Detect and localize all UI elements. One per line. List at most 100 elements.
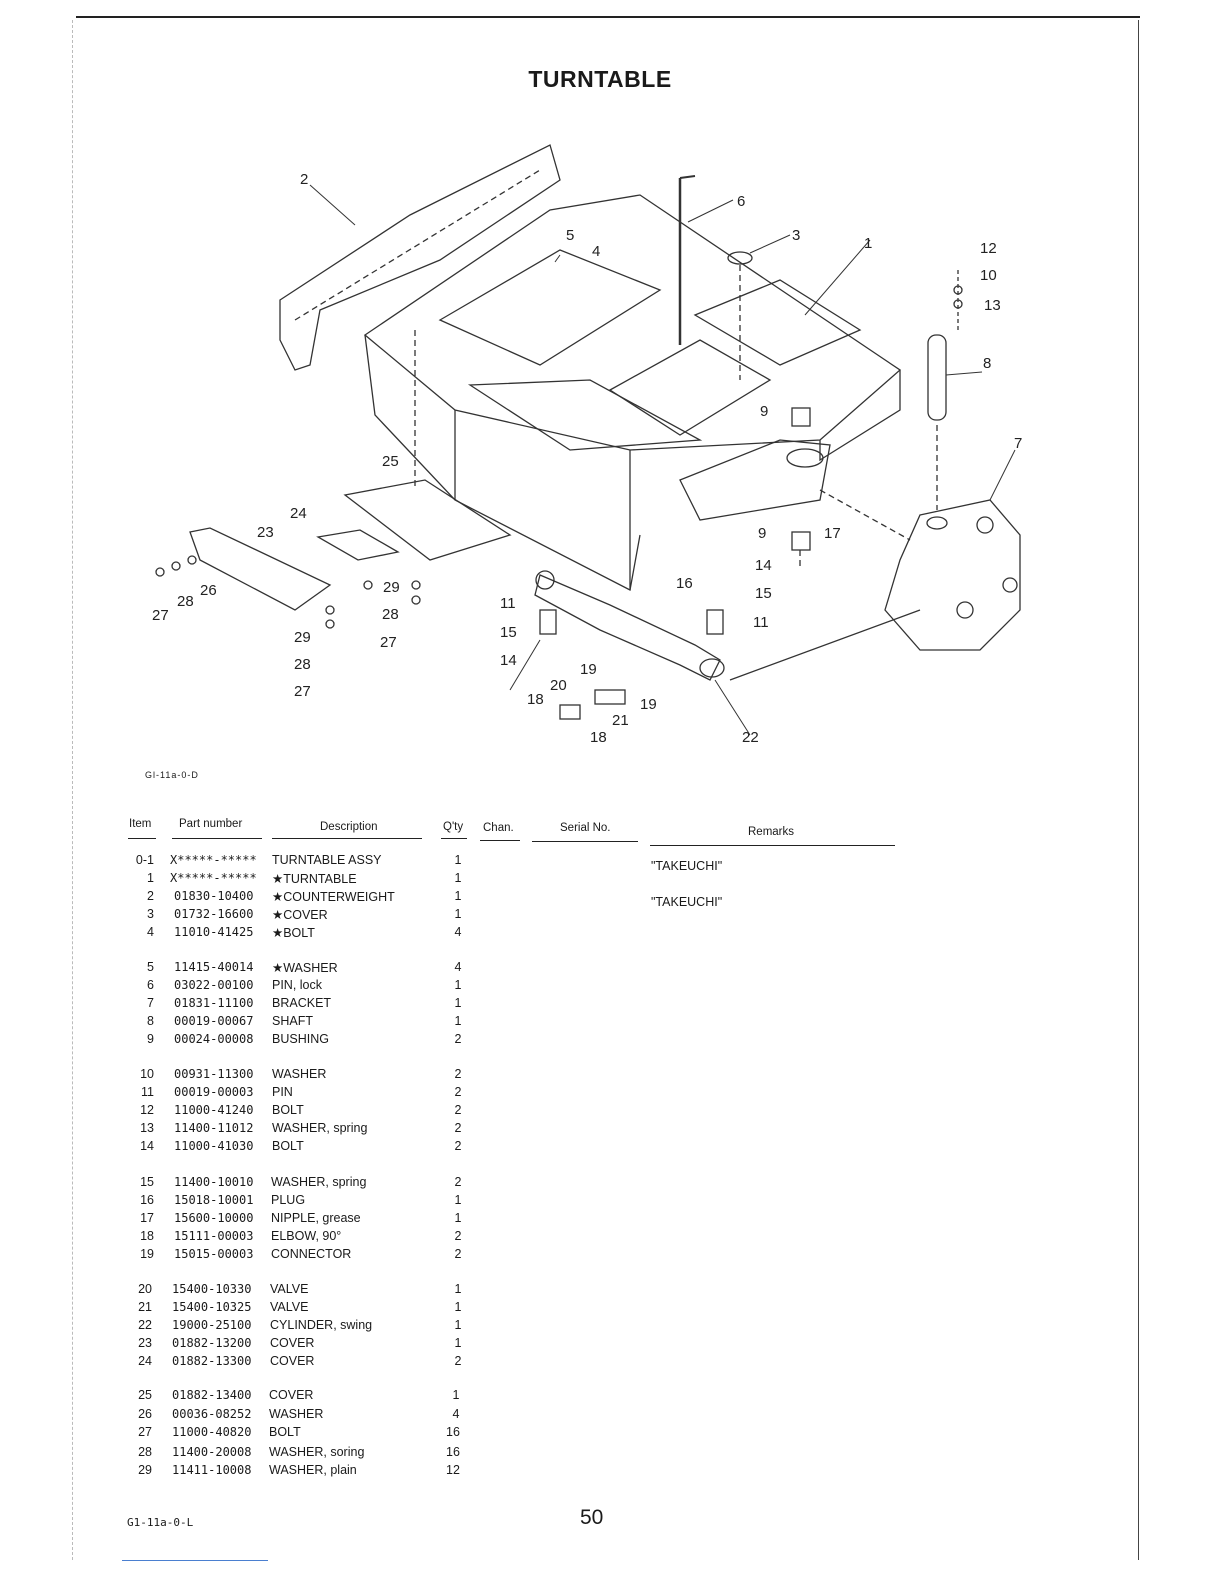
item-no: 26 xyxy=(138,1407,152,1421)
top-rule xyxy=(76,16,1140,18)
quantity: 16 xyxy=(446,1445,460,1459)
part-number: 11415-40014 xyxy=(174,960,254,974)
item-no: 23 xyxy=(138,1336,152,1350)
callout-label: 2 xyxy=(300,171,308,188)
figure-code: Gl-11a-0-D xyxy=(145,770,199,780)
description: VALVE xyxy=(270,1300,309,1314)
callout-label: 21 xyxy=(612,712,629,729)
callout-label: 9 xyxy=(758,525,766,542)
header-underline xyxy=(441,838,467,839)
header-underline xyxy=(532,841,638,842)
item-no: 7 xyxy=(147,996,154,1010)
part-number: 03022-00100 xyxy=(174,978,254,992)
callout-label: 27 xyxy=(294,683,311,700)
callout-label: 29 xyxy=(383,579,400,596)
callout-label: 15 xyxy=(500,624,517,641)
callout-label: 9 xyxy=(760,403,768,420)
callout-label: 15 xyxy=(755,585,772,602)
col-header-part: Part number xyxy=(179,818,243,830)
quantity: 4 xyxy=(454,960,462,974)
header-underline xyxy=(650,845,895,846)
header-underline xyxy=(128,838,156,839)
part-number: 11400-11012 xyxy=(174,1121,254,1135)
quantity: 1 xyxy=(454,871,462,885)
swing-arm xyxy=(679,439,831,521)
callout-label: 27 xyxy=(380,634,397,651)
quantity: 2 xyxy=(454,1175,462,1189)
callout-label: 28 xyxy=(382,606,399,623)
callout-label: 20 xyxy=(550,677,567,694)
callout-label: 11 xyxy=(500,595,516,612)
part-number: 15018-10001 xyxy=(174,1193,254,1207)
quantity: 1 xyxy=(454,978,462,992)
callout-label: 12 xyxy=(980,240,997,257)
callout-label: 16 xyxy=(676,575,693,592)
counterweight xyxy=(279,144,561,371)
description: CONNECTOR xyxy=(271,1247,352,1261)
quantity: 2 xyxy=(454,1032,462,1046)
callout-label: 28 xyxy=(177,593,194,610)
swing-bracket xyxy=(884,499,1021,651)
remarks: "TAKEUCHI" xyxy=(651,859,723,873)
description: ★COUNTERWEIGHT xyxy=(272,890,395,904)
callout-label: 3 xyxy=(792,227,800,244)
item-no: 27 xyxy=(138,1425,152,1439)
callout-label: 17 xyxy=(824,525,841,542)
quantity: 1 xyxy=(454,1193,462,1207)
callout-label: 23 xyxy=(257,524,274,541)
item-no: 19 xyxy=(140,1247,154,1261)
callout-label: 28 xyxy=(294,656,311,673)
item-no: 17 xyxy=(140,1211,154,1225)
col-header-chan: Chan. xyxy=(483,822,514,834)
part-number: 00036-08252 xyxy=(172,1407,252,1421)
turntable-frame-side xyxy=(364,334,641,591)
part-number: 01732-16600 xyxy=(174,907,254,921)
description: TURNTABLE ASSY xyxy=(272,853,382,867)
callout-label: 18 xyxy=(527,691,544,708)
part-number: X*****-***** xyxy=(170,871,257,885)
part-number: 15015-00003 xyxy=(174,1247,254,1261)
part-number: 15400-10325 xyxy=(172,1300,252,1314)
item-no: 13 xyxy=(140,1121,154,1135)
callouts: 1 2 3 4 5 6 7 8 9 9 10 11 11 12 13 14 14… xyxy=(152,171,1022,746)
description: COVER xyxy=(269,1388,314,1402)
quantity: 16 xyxy=(446,1425,460,1439)
description: BOLT xyxy=(272,1103,304,1117)
item-no: 8 xyxy=(147,1014,154,1028)
bottom-accent-line xyxy=(122,1560,268,1561)
col-header-desc: Description xyxy=(320,821,378,833)
part-number: 11411-10008 xyxy=(172,1463,252,1477)
part-number: 01882-13200 xyxy=(172,1336,252,1350)
quantity: 2 xyxy=(454,1354,462,1368)
callout-label: 8 xyxy=(983,355,991,372)
description: COVER xyxy=(270,1336,315,1350)
item-no: 4 xyxy=(147,925,154,939)
quantity: 4 xyxy=(454,925,462,939)
description: BOLT xyxy=(269,1425,301,1439)
part-number: 01831-11100 xyxy=(174,996,254,1010)
callout-label: 6 xyxy=(737,193,745,210)
quantity: 2 xyxy=(454,1103,462,1117)
callout-label: 14 xyxy=(500,652,517,669)
quantity: 1 xyxy=(454,1211,462,1225)
quantity: 1 xyxy=(454,1318,462,1332)
header-underline xyxy=(272,838,422,839)
remarks: "TAKEUCHI" xyxy=(651,895,723,909)
description: WASHER, spring xyxy=(271,1175,367,1189)
item-no: 20 xyxy=(138,1282,152,1296)
part-number: 11400-20008 xyxy=(172,1445,252,1459)
cover-25 xyxy=(343,479,512,561)
callout-label: 14 xyxy=(755,557,772,574)
description: BOLT xyxy=(272,1139,304,1153)
quantity: 1 xyxy=(454,1300,462,1314)
description: WASHER, spring xyxy=(272,1121,368,1135)
description: ★COVER xyxy=(272,908,328,922)
item-no: 14 xyxy=(140,1139,154,1153)
item-no: 5 xyxy=(147,960,154,974)
page-title: TURNTABLE xyxy=(528,66,672,92)
description: NIPPLE, grease xyxy=(271,1211,361,1225)
part-number: 11400-10010 xyxy=(174,1175,254,1189)
callout-label: 25 xyxy=(382,453,399,470)
cover-cap xyxy=(727,251,753,265)
col-header-remarks: Remarks xyxy=(748,826,795,838)
